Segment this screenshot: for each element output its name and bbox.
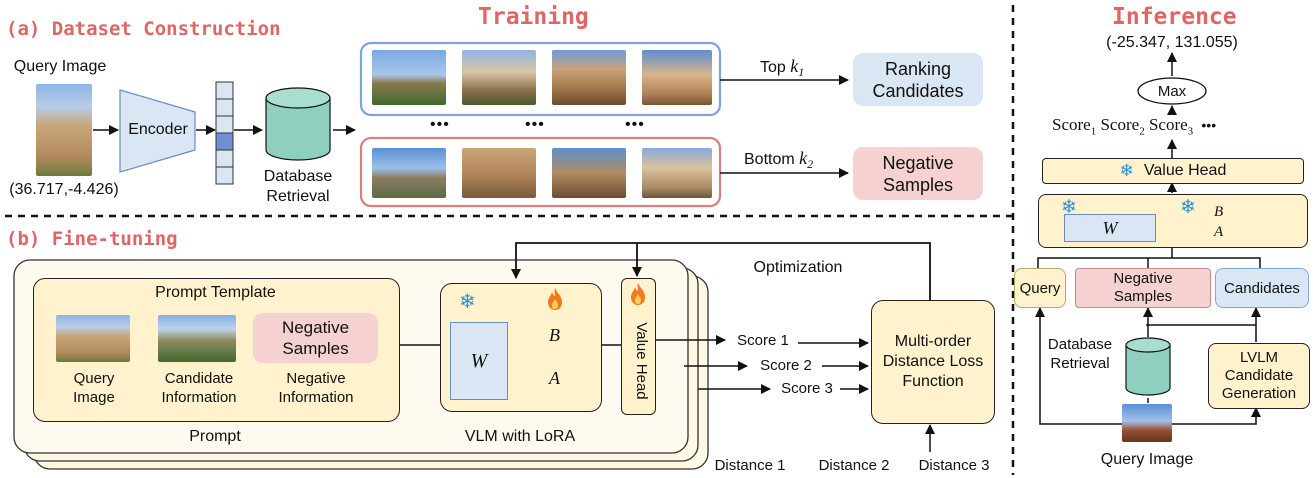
loss-function-label: Multi-order Distance Loss Function xyxy=(882,333,984,390)
negative-samples-label: Negative Samples xyxy=(882,152,954,195)
inference-title: Inference xyxy=(1112,4,1237,30)
training-title: Training xyxy=(478,4,589,30)
output-coords: (-25.347, 131.055) xyxy=(1106,34,1238,51)
score-3-label: Score 3 xyxy=(781,380,833,397)
ellipsis: ••• xyxy=(430,116,450,133)
inference-candidates-box: Candidates xyxy=(1215,268,1309,308)
loss-function-box: Multi-order Distance Loss Function xyxy=(871,300,995,424)
inference-database-retrieval-label: Database Retrieval xyxy=(1047,336,1113,372)
ellipsis: ••• xyxy=(625,116,645,133)
fire-icon xyxy=(544,287,566,311)
top-candidate-image xyxy=(552,50,626,105)
bottom-candidate-image xyxy=(552,148,626,198)
prompt-query-image xyxy=(56,315,130,362)
prompt-negative-samples-box: Negative Samples xyxy=(253,313,378,363)
inference-negative-samples-box: Negative Samples xyxy=(1075,268,1211,308)
inference-query-image xyxy=(1122,404,1172,442)
score-1-label: Score 1 xyxy=(737,332,789,349)
frozen-weights-w: W xyxy=(450,322,508,400)
snowflake-icon: ❄ xyxy=(1180,197,1196,218)
distance-1-label: Distance 1 xyxy=(714,457,786,474)
prompt-template-title: Prompt Template xyxy=(155,284,276,301)
feature-vector xyxy=(215,81,234,185)
top-candidate-image xyxy=(372,50,446,105)
inference-database-icon xyxy=(1125,337,1171,396)
candidate-information-label: Candidate Information xyxy=(161,370,237,406)
finetuning-title: (b) Fine-tuning xyxy=(6,228,178,250)
distance-2-label: Distance 2 xyxy=(818,457,890,474)
lora-a-label: A xyxy=(549,368,560,388)
bottom-candidate-image xyxy=(372,148,446,198)
prompt-query-image-label: Query Image xyxy=(73,370,115,406)
bottom-candidate-image xyxy=(462,148,536,198)
query-image-label: Query Image xyxy=(13,58,107,75)
inference-frozen-w: W xyxy=(1064,214,1156,242)
distance-3-label: Distance 3 xyxy=(918,457,990,474)
lora-b-label: B xyxy=(549,325,560,345)
inference-scores: Score1 Score2 Score3 ••• xyxy=(1052,115,1217,138)
inference-query-box: Query xyxy=(1014,268,1066,308)
max-node xyxy=(1137,77,1207,105)
top-candidate-image xyxy=(642,50,712,105)
inference-query-image-label: Query Image xyxy=(1100,451,1194,468)
database-icon xyxy=(265,87,331,161)
bottom-candidates-box xyxy=(359,136,722,208)
lvlm-generation-box: LVLM Candidate Generation xyxy=(1208,343,1310,409)
encoder-shape xyxy=(119,89,196,173)
inference-lora-a-label: A xyxy=(1214,224,1224,240)
top-k-label: Top k1 xyxy=(760,56,805,80)
inference-value-head-box: ❄ Value Head xyxy=(1042,158,1304,184)
snowflake-icon: ❄ xyxy=(1061,197,1077,218)
fire-icon xyxy=(627,282,649,306)
snowflake-icon: ❄ xyxy=(1119,161,1134,180)
ranking-candidates-label: Ranking Candidates xyxy=(872,58,964,101)
ellipsis: ••• xyxy=(525,116,545,133)
query-image xyxy=(36,84,92,176)
negative-samples-box: Negative Samples xyxy=(853,147,983,200)
dataset-title: (a) Dataset Construction xyxy=(6,18,281,40)
encoder-label: Encoder xyxy=(128,121,188,138)
inference-lora-b-label: B xyxy=(1214,204,1224,220)
bottom-candidate-image xyxy=(642,148,712,198)
negative-information-label: Negative Information xyxy=(278,370,354,406)
bottom-k-label: Bottom k2 xyxy=(744,148,814,172)
ranking-candidates-box: Ranking Candidates xyxy=(853,53,983,106)
value-head-label: Value Head xyxy=(633,322,650,400)
prompt-candidate-image xyxy=(158,315,236,362)
top-candidate-image xyxy=(462,50,536,105)
top-candidates-box xyxy=(359,41,722,117)
vlm-with-lora-label: VLM with LoRA xyxy=(464,428,576,445)
prompt-negative-samples-label: Negative Samples xyxy=(281,318,350,358)
max-label: Max xyxy=(1157,83,1187,100)
score-2-label: Score 2 xyxy=(760,357,812,374)
snowflake-icon: ❄ xyxy=(459,291,476,313)
database-retrieval-label: Database Retrieval xyxy=(263,168,333,205)
prompt-label: Prompt xyxy=(189,428,241,445)
query-coords: (36.717,-4.426) xyxy=(9,181,119,198)
optimization-label: Optimization xyxy=(753,259,843,276)
